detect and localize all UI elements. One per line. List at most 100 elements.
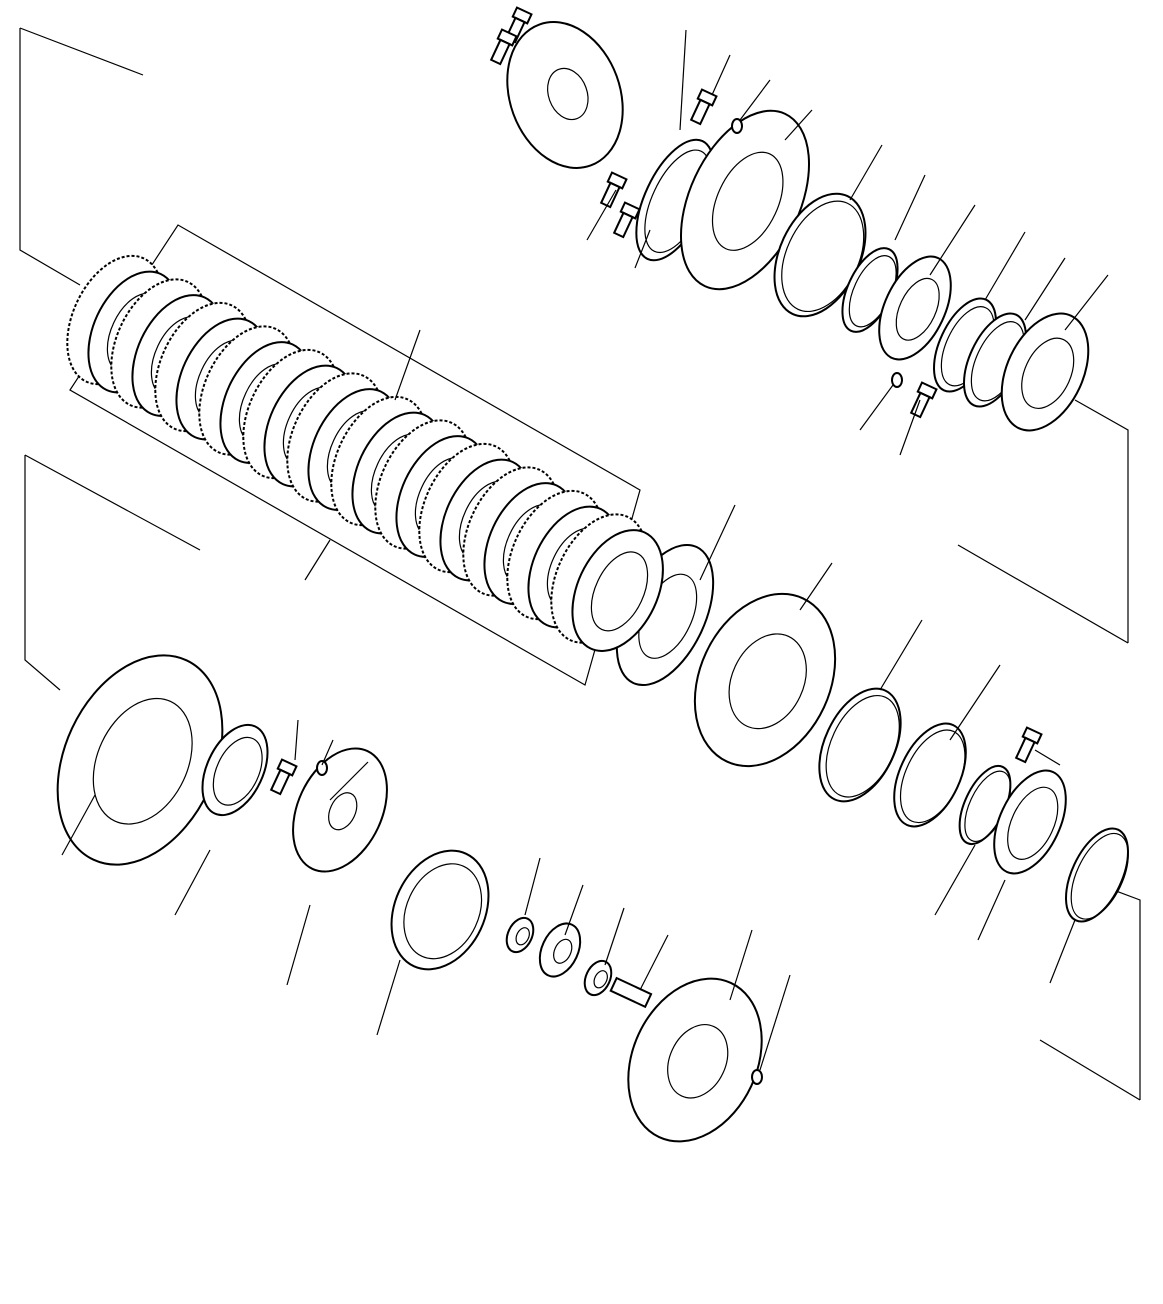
ring-gear-outer <box>693 592 837 768</box>
brake-housing-inner <box>711 151 784 251</box>
leader-line <box>564 884 584 936</box>
sun-gear-plate-inner <box>328 792 358 831</box>
internal-gear-ring-inner <box>403 863 483 960</box>
bolt-4-shank <box>1014 736 1036 764</box>
leader-line <box>984 231 1026 301</box>
wheel-hub-cover-inner <box>667 1024 729 1099</box>
planet-carrier-hub-inner <box>92 697 193 825</box>
friction-disc-bore <box>590 551 649 632</box>
snap-ring-3-inner <box>1070 832 1129 920</box>
shaft-pin <box>609 976 653 1009</box>
bearing-cup-inner <box>212 736 263 806</box>
screw-1 <box>612 201 641 239</box>
axle-flange-outer <box>506 21 624 169</box>
clutch-disc-pair <box>550 513 664 652</box>
bolt-3 <box>269 758 298 796</box>
leader-line <box>1034 749 1061 766</box>
wheel-hub-cover-outer <box>627 977 763 1143</box>
leader-line <box>604 907 625 966</box>
bearing-2-outer <box>583 959 613 997</box>
bolt-1 <box>689 88 718 126</box>
plug <box>751 1069 763 1085</box>
planet-gear <box>538 922 582 978</box>
frame-line-right-bottom <box>957 544 1129 644</box>
leader-line <box>1064 274 1109 331</box>
washer-3 <box>316 760 328 776</box>
sun-gear-plate <box>292 747 388 873</box>
snap-ring-2-inner <box>825 694 900 798</box>
leader-line <box>634 229 651 269</box>
bolt-2 <box>909 381 938 419</box>
piston-inner <box>895 277 940 341</box>
leader-line <box>174 849 211 916</box>
bolt-1-shank <box>689 98 711 126</box>
leader-line <box>711 54 731 96</box>
bearing-cup <box>201 723 269 817</box>
ring-gear-inner <box>728 633 807 730</box>
screw-1-shank <box>612 211 634 239</box>
leader-line <box>849 144 883 201</box>
leader-line <box>739 79 771 121</box>
bolt-4 <box>1014 726 1043 764</box>
leader-line <box>376 959 401 1036</box>
leader-line <box>759 974 791 1071</box>
snap-ring-3-outer <box>1065 827 1129 923</box>
bearing-retainer-inner <box>1007 786 1059 860</box>
wheel-hub-cover <box>627 977 763 1143</box>
leader-line <box>879 619 923 691</box>
pin-3-shank <box>599 181 621 209</box>
leader-lines <box>61 29 1109 1071</box>
leader-line <box>1049 919 1076 984</box>
bearing-1 <box>505 916 535 954</box>
leader-line <box>394 329 421 401</box>
leader-line <box>679 29 687 131</box>
piston-outer <box>878 255 952 361</box>
bearing-2 <box>583 959 613 997</box>
bearing-retainer <box>993 769 1067 875</box>
o-ring-2 <box>893 722 967 828</box>
internal-gear-ring <box>390 849 490 971</box>
leader-line <box>304 539 331 581</box>
frame-line-upper-left-top <box>19 27 144 76</box>
leader-line <box>899 399 921 456</box>
ring-gear <box>693 592 837 768</box>
leader-line <box>329 761 369 801</box>
bearing-1-inner <box>515 927 530 946</box>
frame-line-upper-left <box>19 28 81 286</box>
bearing-2-inner <box>593 970 608 989</box>
axle-flange-inner <box>547 67 589 121</box>
frame-line-lower-right <box>1099 884 1141 1100</box>
pin-1 <box>504 6 533 44</box>
frame-line-lower-right-bottom <box>1039 1039 1141 1101</box>
frame-line-mid-left <box>24 455 61 691</box>
leader-line <box>929 204 976 276</box>
leader-line <box>639 934 669 991</box>
leader-line <box>586 189 617 241</box>
pin-2-shank <box>489 38 511 66</box>
leader-line <box>859 384 894 431</box>
leader-line <box>949 664 1001 741</box>
internal-gear-ring-outer <box>390 849 490 971</box>
snap-ring-2 <box>818 687 902 803</box>
parts <box>56 6 1129 1143</box>
washer-2 <box>891 372 903 388</box>
pressure-plate <box>1000 312 1090 432</box>
pin-3 <box>599 171 628 209</box>
sun-gear-plate-outer <box>292 747 388 873</box>
axle-flange <box>506 21 624 169</box>
leader-line <box>699 504 736 581</box>
friction-disc <box>571 529 664 652</box>
planet-gear-outer <box>538 922 582 978</box>
bearing-cup-outer <box>201 723 269 817</box>
bearing-1-outer <box>505 916 535 954</box>
snap-ring-3 <box>1065 827 1129 923</box>
leader-line <box>894 174 926 241</box>
leader-line <box>61 794 96 856</box>
bolt-3-shank <box>269 768 291 796</box>
frame-line-mid-left-top <box>24 454 201 551</box>
leader-line <box>799 562 833 611</box>
pin-2 <box>489 28 518 66</box>
frame-line-right <box>1074 399 1129 643</box>
leader-line <box>524 857 541 916</box>
